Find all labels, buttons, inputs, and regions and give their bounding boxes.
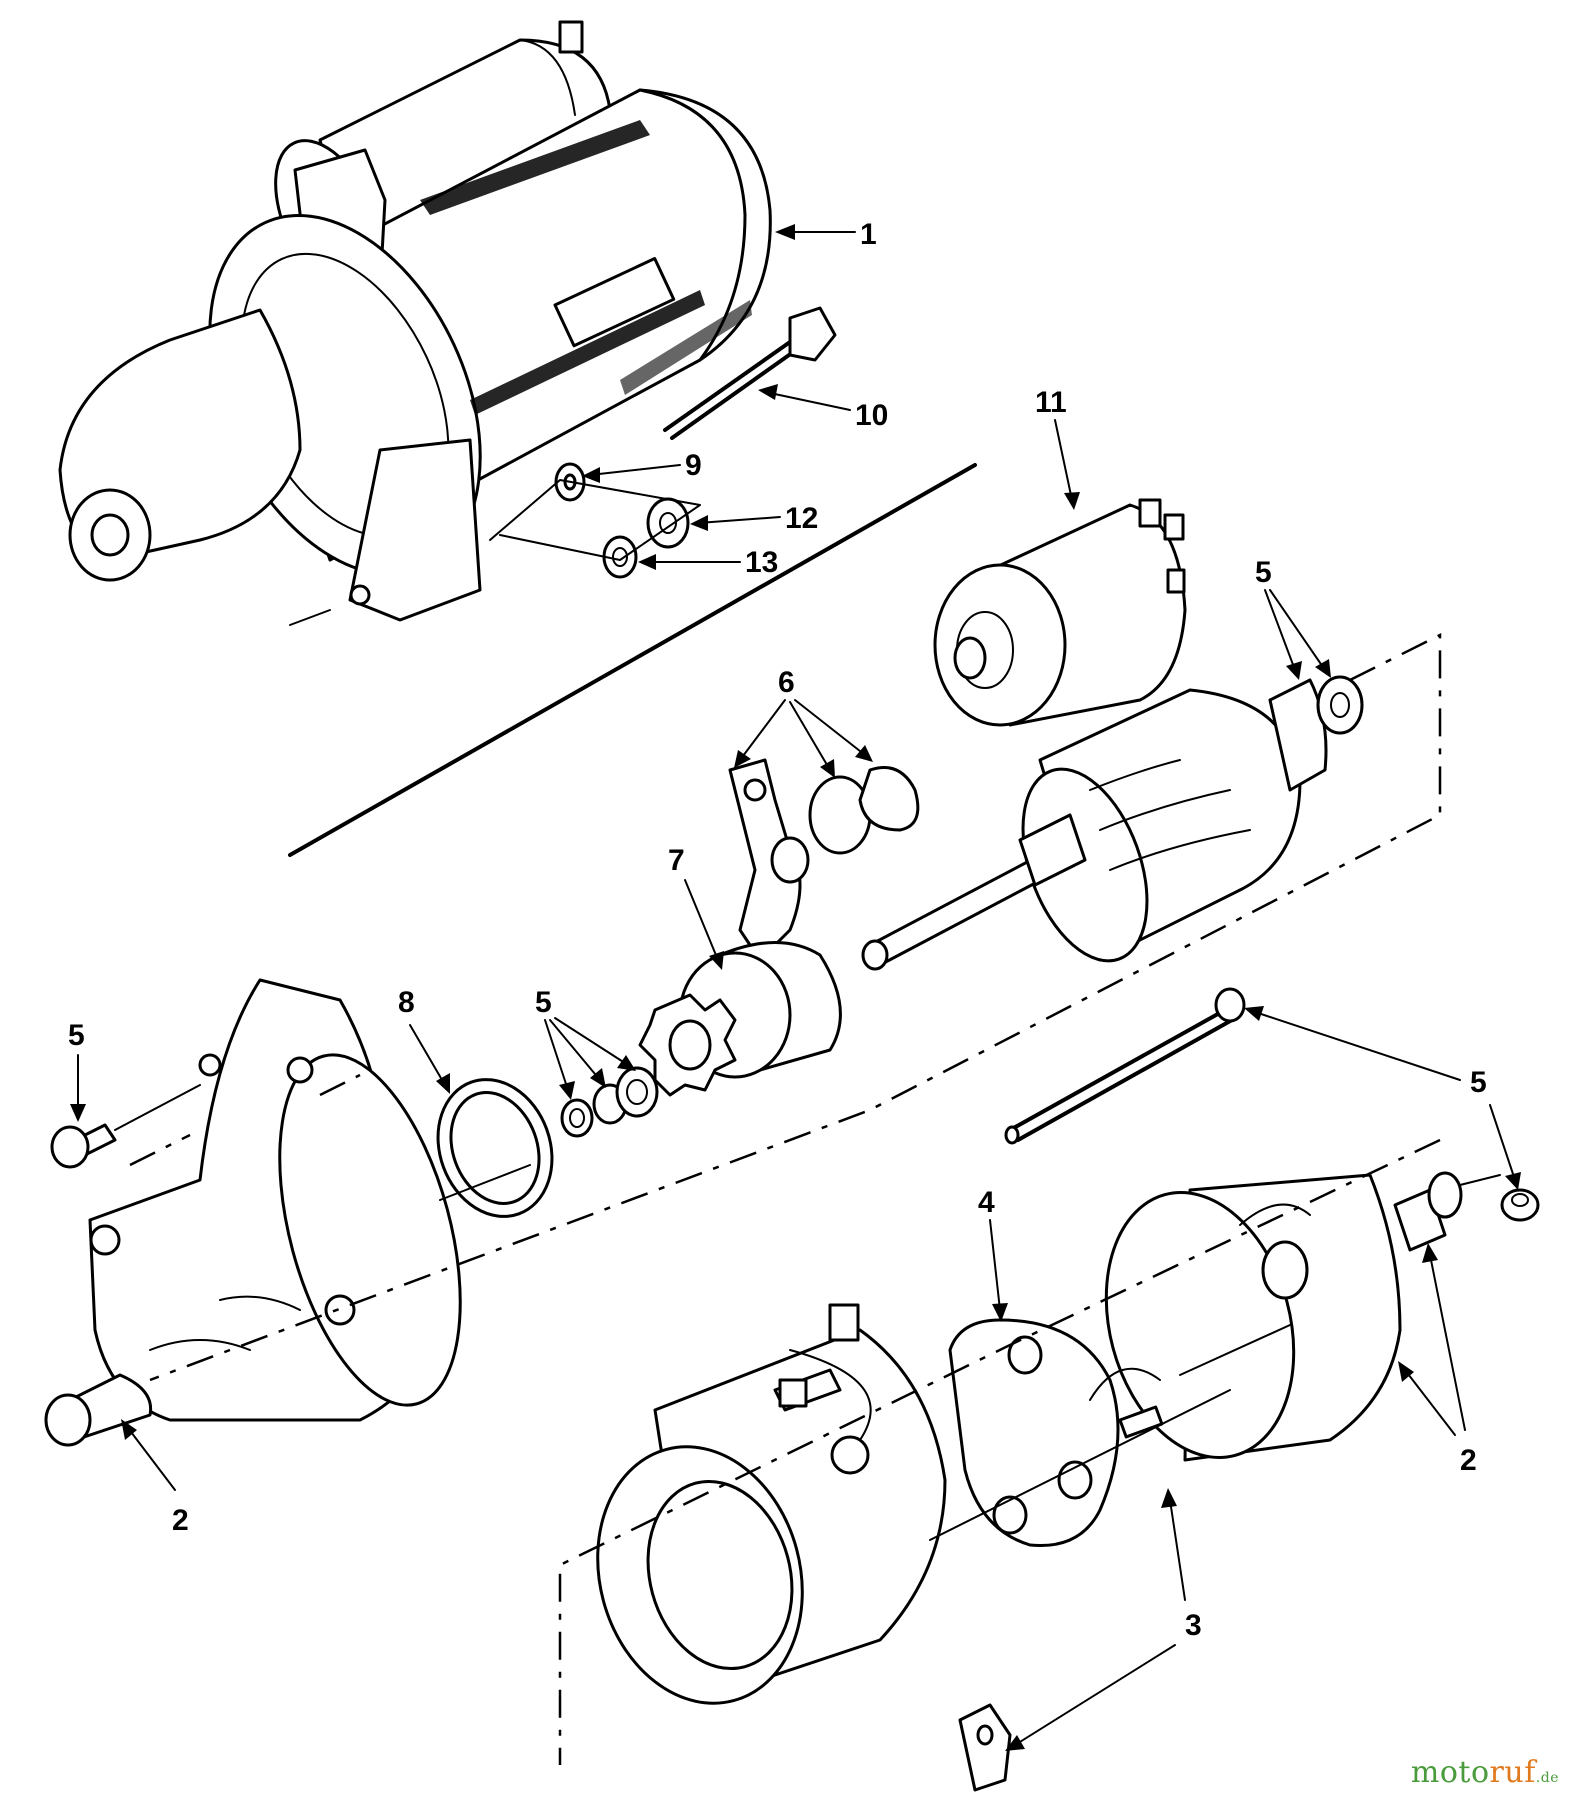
washers-9-12-13 [489,462,701,579]
callout-4: 4 [978,1186,995,1219]
screw-5-right [1500,1188,1540,1222]
commutator-end-frame [1104,1171,1463,1462]
callout-5-armature: 5 [1255,556,1272,589]
callout-7: 7 [668,844,685,877]
collar-rings-5 [560,1066,659,1138]
callout-1: 1 [860,218,877,251]
assembly-center-lines [129,632,1501,1765]
callout-6: 6 [778,666,795,699]
separator-line [288,463,977,857]
callout-9: 9 [685,449,702,482]
leader-arrows [70,224,1521,1751]
watermark-part-b: ruf [1489,1755,1536,1790]
field-frame [596,1303,947,1705]
callout-12: 12 [785,502,818,535]
drive-end-housing [44,978,462,1447]
callout-labels: 1 10 9 12 13 11 5 6 7 5 8 5 5 4 2 2 3 [68,218,1487,1642]
callout-11: 11 [1035,386,1067,419]
callout-2-left: 2 [172,1504,189,1537]
shift-lever-6 [728,758,920,962]
callout-13: 13 [745,546,778,579]
callout-3: 3 [1185,1609,1202,1642]
callout-10: 10 [855,399,888,432]
screw-5-left [50,1084,201,1169]
callout-8: 8 [398,986,415,1019]
watermark-logo: motoruf.de [1411,1755,1559,1790]
watermark-part-a: moto [1410,1755,1490,1790]
watermark-part-c: .de [1535,1770,1559,1786]
through-bolt-10 [663,306,837,440]
callout-5-right: 5 [1470,1066,1487,1099]
solenoid-switch-11 [933,498,1187,727]
brush-3 [958,1703,1012,1792]
drive-pinion-7 [638,941,842,1097]
callout-5-collar: 5 [535,986,552,1019]
brush-holder-4 [948,1318,1164,1548]
long-through-bolt [1004,987,1246,1145]
seal-ring-8 [436,1078,554,1218]
callout-5-left-screw: 5 [68,1019,85,1052]
armature [861,675,1364,971]
callout-2-right: 2 [1460,1444,1477,1477]
starter-motor-assembly [58,20,772,626]
